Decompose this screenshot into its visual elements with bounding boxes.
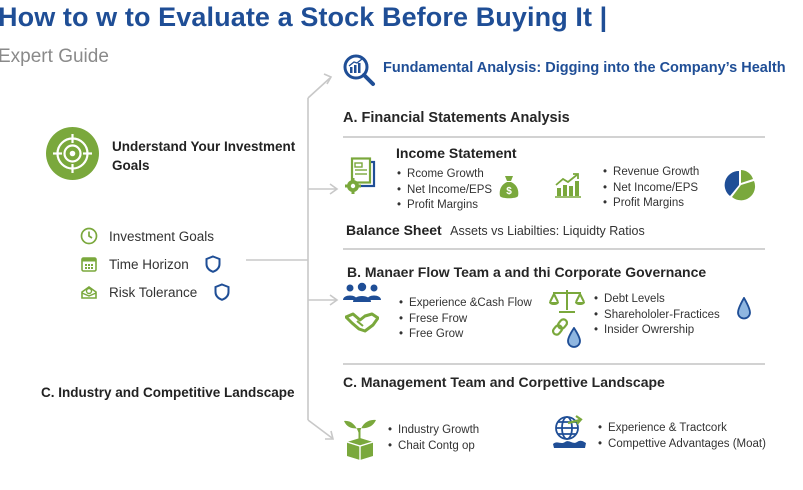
page-title: How to w to Evaluate a Stock Before Buyi… xyxy=(0,2,608,32)
section-c-bullets-left: Industry Growth Chait Contg op xyxy=(388,423,479,454)
pie-chart-icon xyxy=(724,169,756,201)
list-item-risk-tolerance: Risk Tolerance xyxy=(79,282,230,302)
globe-arrow-icon xyxy=(552,414,588,450)
divider xyxy=(343,363,765,365)
divider xyxy=(343,136,765,138)
bullet-item: Experience & Tractcork xyxy=(598,421,766,437)
svg-text:$: $ xyxy=(506,186,512,197)
growth-chart-icon xyxy=(554,171,582,199)
handshake-icon xyxy=(345,311,379,333)
bullet-item: Profit Margins xyxy=(603,196,699,212)
chain-link-icon xyxy=(550,317,570,337)
industry-landscape-heading: C. Industry and Competitive Landscape xyxy=(41,385,295,400)
document-gear-icon xyxy=(345,157,379,195)
list-item-investment-goals: Investment Goals xyxy=(79,226,214,246)
section-c-bullets-right: Experience & Tractcork Compettive Advant… xyxy=(598,421,766,452)
goals-heading-line2: Goals xyxy=(112,158,150,173)
bullet-item: Chait Contg op xyxy=(388,439,479,455)
section-b-bullets-left: Experience &Cash Flow Frese Frow Free Gr… xyxy=(399,296,532,343)
section-b-bullets-right: Debt Levels Sharehololer-Fractices Insid… xyxy=(594,292,720,339)
item-label: Risk Tolerance xyxy=(109,284,198,300)
item-label: Investment Goals xyxy=(109,228,215,244)
page-subtitle: Expert Guide xyxy=(0,46,109,67)
section-a-heading: A. Financial Statements Analysis xyxy=(343,110,570,126)
bullet-item: Sharehololer-Fractices xyxy=(594,308,720,324)
bullet-item: Debt Levels xyxy=(594,292,720,308)
magnifier-chart-icon xyxy=(342,53,376,87)
balance-sheet-label: Balance Sheet xyxy=(346,222,442,238)
bullet-item: Rcome Growth xyxy=(397,167,492,183)
water-drop-icon xyxy=(566,327,582,349)
money-bag-icon: $ xyxy=(498,174,520,200)
water-drop-icon xyxy=(736,297,752,321)
envelope-icon xyxy=(79,282,99,302)
balance-sheet-row: Balance Sheet Assets vs Liabilties: Liqu… xyxy=(346,222,645,240)
calendar-icon xyxy=(79,254,99,274)
section-b-heading: B. Manaer Flow Team a and thi Corporate … xyxy=(347,264,707,280)
bullet-item: Insider Owrership xyxy=(594,323,720,339)
sprout-box-icon xyxy=(344,414,376,460)
divider xyxy=(343,248,765,250)
scales-icon xyxy=(549,288,585,314)
income-bullets-left: Rcome Growth Net Income/EPS Profit Margi… xyxy=(397,167,492,214)
item-label: Time Horizon xyxy=(109,256,189,272)
income-bullets-right: Revenue Growth Net Income/EPS Profit Mar… xyxy=(603,165,699,212)
bullet-item: Free Grow xyxy=(399,327,532,343)
bullet-item: Experience &Cash Flow xyxy=(399,296,532,312)
bullet-item: Net Income/EPS xyxy=(397,183,492,199)
bullet-item: Revenue Growth xyxy=(603,165,699,181)
bullet-item: Frese Frow xyxy=(399,312,532,328)
investment-goals-heading: Understand Your Investment Goals xyxy=(112,137,295,175)
shield-icon xyxy=(214,283,230,301)
bullet-item: Compettive Advantages (Moat) xyxy=(598,437,766,453)
target-icon xyxy=(46,127,99,180)
income-statement-heading: Income Statement xyxy=(396,145,517,161)
goals-heading-line1: Understand Your Investment xyxy=(112,139,296,154)
fundamental-analysis-title: Fundamental Analysis: Digging into the C… xyxy=(383,60,786,76)
list-item-time-horizon: Time Horizon xyxy=(79,254,221,274)
shield-icon xyxy=(205,255,221,273)
team-icon xyxy=(343,282,381,304)
bullet-item: Net Income/EPS xyxy=(603,181,699,197)
section-c-heading: C. Management Team and Corpettive Landsc… xyxy=(343,374,665,390)
clock-icon xyxy=(79,226,99,246)
balance-sheet-text: Assets vs Liabilties: Liquidty Ratios xyxy=(450,224,645,238)
bullet-item: Profit Margins xyxy=(397,198,492,214)
bullet-item: Industry Growth xyxy=(388,423,479,439)
